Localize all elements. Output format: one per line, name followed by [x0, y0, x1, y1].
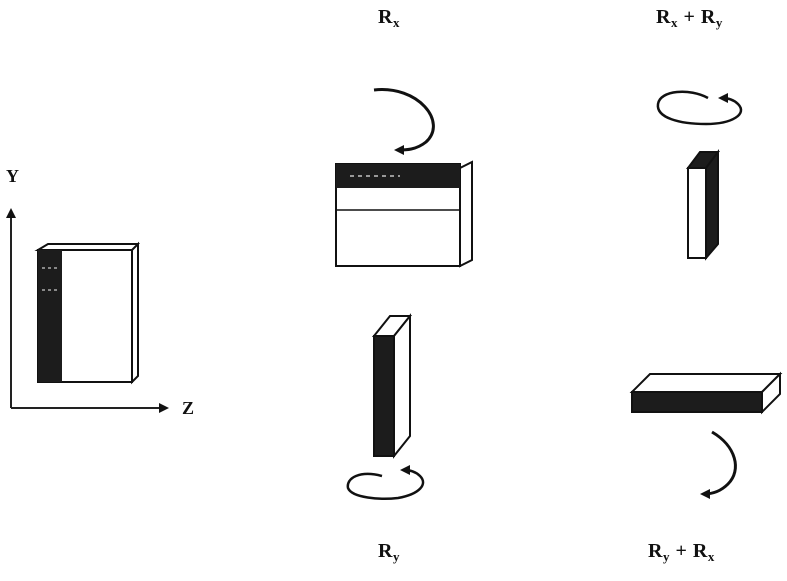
rx-ry-book	[686, 149, 720, 261]
label-ry-rx: Ry + Rx	[648, 540, 715, 564]
label-rx-ry: Rx + Ry	[656, 6, 723, 30]
rx-book	[335, 160, 473, 268]
ry-rx-book	[629, 371, 783, 415]
label-rx: Rx	[378, 6, 400, 30]
label-ry: Ry	[378, 540, 400, 564]
ry-rx-arrow	[700, 430, 737, 499]
rx-arrow	[373, 88, 435, 155]
rx-ry-arrow	[656, 90, 743, 126]
ry-book	[371, 313, 413, 459]
z-axis-label: Z	[182, 398, 195, 418]
y-axis-label: Y	[6, 166, 19, 186]
reference-book	[34, 241, 140, 385]
axes	[6, 208, 169, 413]
ry-arrow	[346, 465, 425, 500]
